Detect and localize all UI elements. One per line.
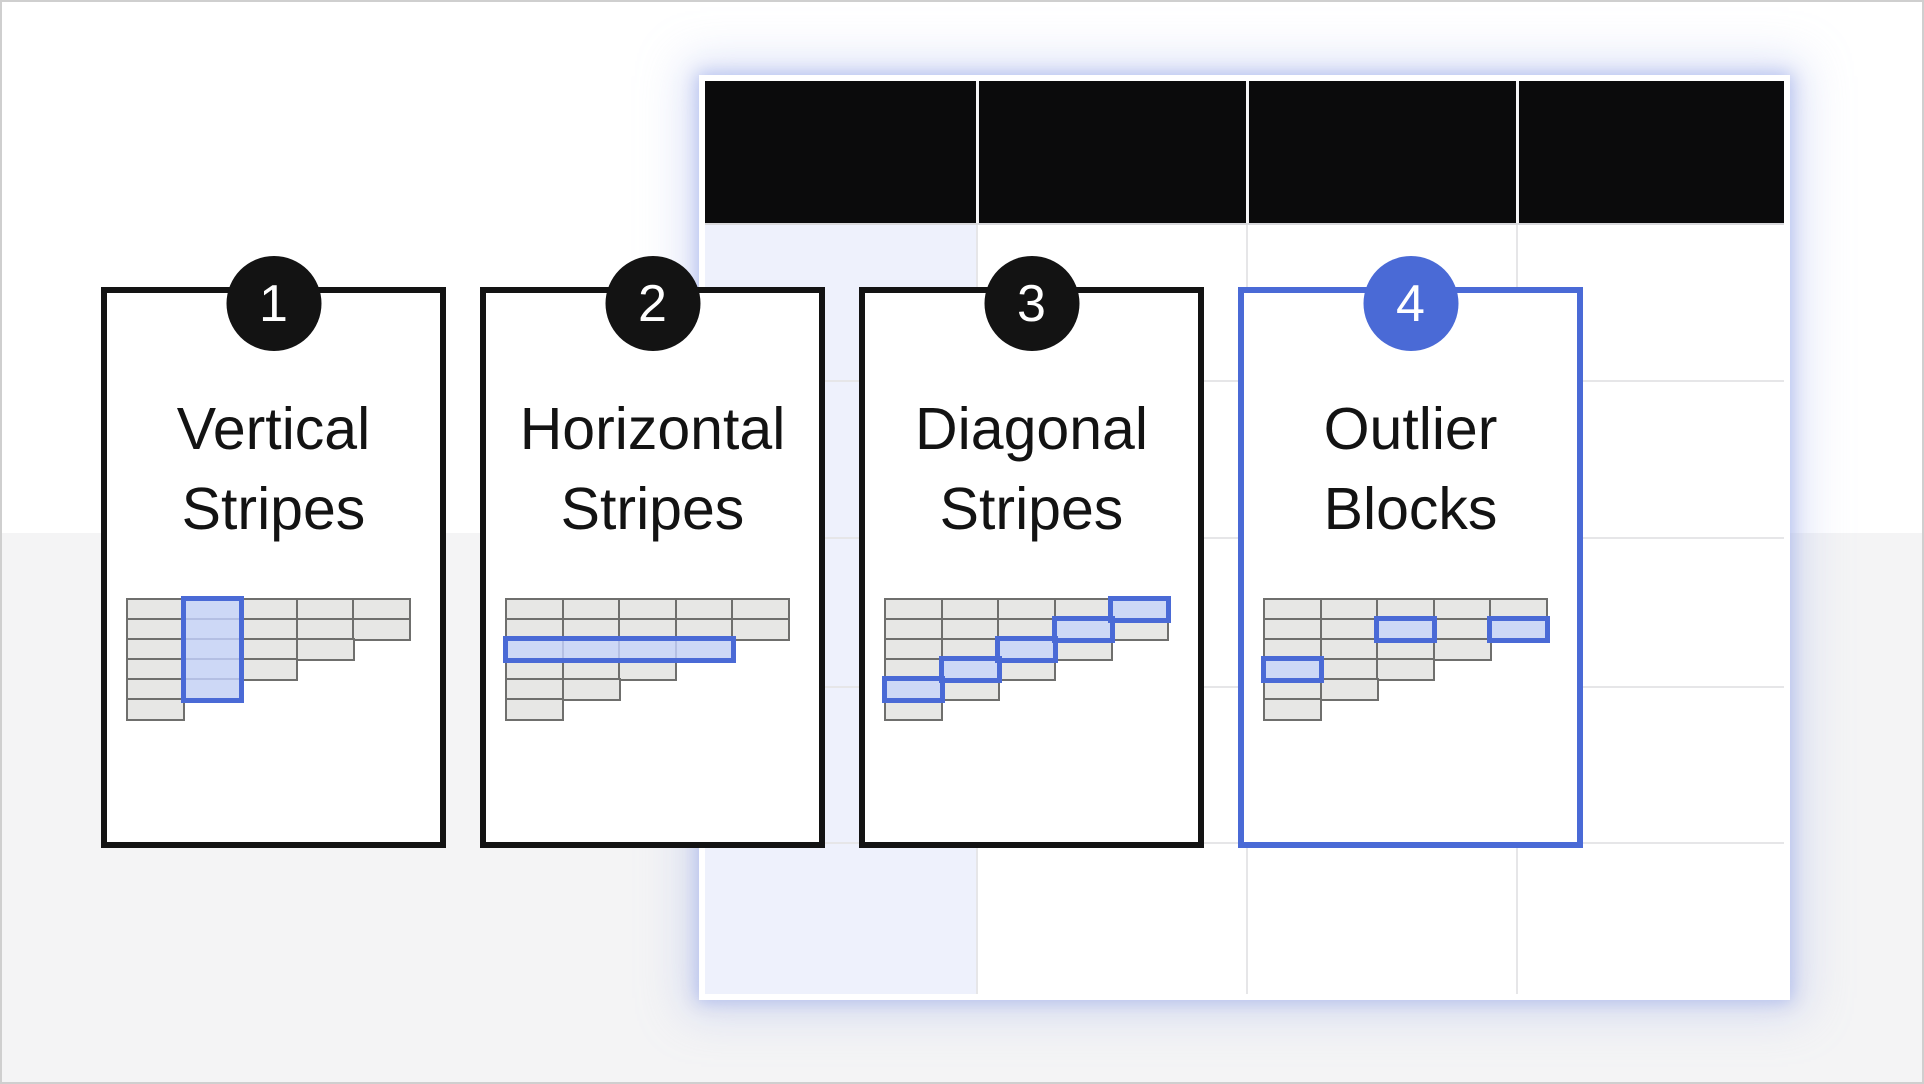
card-title-line: Vertical xyxy=(176,396,371,462)
minigrid-cell xyxy=(1376,658,1435,681)
minigrid-highlight-outline xyxy=(1261,656,1324,683)
table-header-divider-1 xyxy=(976,81,979,223)
card-number-badge-1: 1 xyxy=(226,256,321,351)
pattern-minigrid xyxy=(882,596,1226,741)
card-number-text: 4 xyxy=(1396,274,1425,333)
minigrid-cell xyxy=(1432,638,1492,661)
minigrid-cell xyxy=(505,698,564,721)
card-title-line: Diagonal xyxy=(915,396,1148,462)
minigrid-cell xyxy=(126,698,185,721)
card-title-line: Stripes xyxy=(560,476,745,542)
minigrid-cell xyxy=(1263,698,1322,721)
minigrid-cell xyxy=(239,658,298,681)
table-header-divider-2 xyxy=(1246,81,1249,223)
minigrid-highlight-outline xyxy=(1374,616,1437,643)
table-header-divider-3 xyxy=(1516,81,1519,223)
minigrid-highlight-outline xyxy=(180,596,244,703)
card-title-line: Horizontal xyxy=(519,396,786,462)
card-title-line: Stripes xyxy=(181,476,366,542)
pattern-minigrid xyxy=(126,596,468,741)
pattern-minigrid xyxy=(503,598,847,741)
pattern-minigrid xyxy=(1261,598,1605,741)
card-number-text: 3 xyxy=(1017,274,1046,333)
minigrid-highlight-outline xyxy=(1108,596,1171,623)
card-title-line: Blocks xyxy=(1323,476,1498,542)
minigrid-highlight-outline xyxy=(1051,616,1115,643)
minigrid-highlight-outline xyxy=(995,636,1058,663)
card-number-text: 2 xyxy=(638,274,667,333)
minigrid-cell xyxy=(352,618,411,641)
minigrid-highlight-outline xyxy=(1487,616,1550,643)
minigrid-highlight-outline xyxy=(882,676,945,703)
minigrid-highlight-outline xyxy=(503,636,736,663)
minigrid-cell xyxy=(1319,678,1379,701)
table-header-row xyxy=(705,81,1784,223)
card-title-line: Stripes xyxy=(939,476,1124,542)
minigrid-cell xyxy=(295,638,355,661)
card-number-badge-4: 4 xyxy=(1363,256,1458,351)
card-number-text: 1 xyxy=(259,274,288,333)
card-title-line: Outlier xyxy=(1323,396,1498,462)
card-number-badge-3: 3 xyxy=(984,256,1079,351)
minigrid-highlight-outline xyxy=(938,656,1002,683)
minigrid-cell xyxy=(561,678,621,701)
table-header-bottom-line xyxy=(705,223,1784,225)
card-number-badge-2: 2 xyxy=(605,256,700,351)
minigrid-cell xyxy=(731,618,790,641)
